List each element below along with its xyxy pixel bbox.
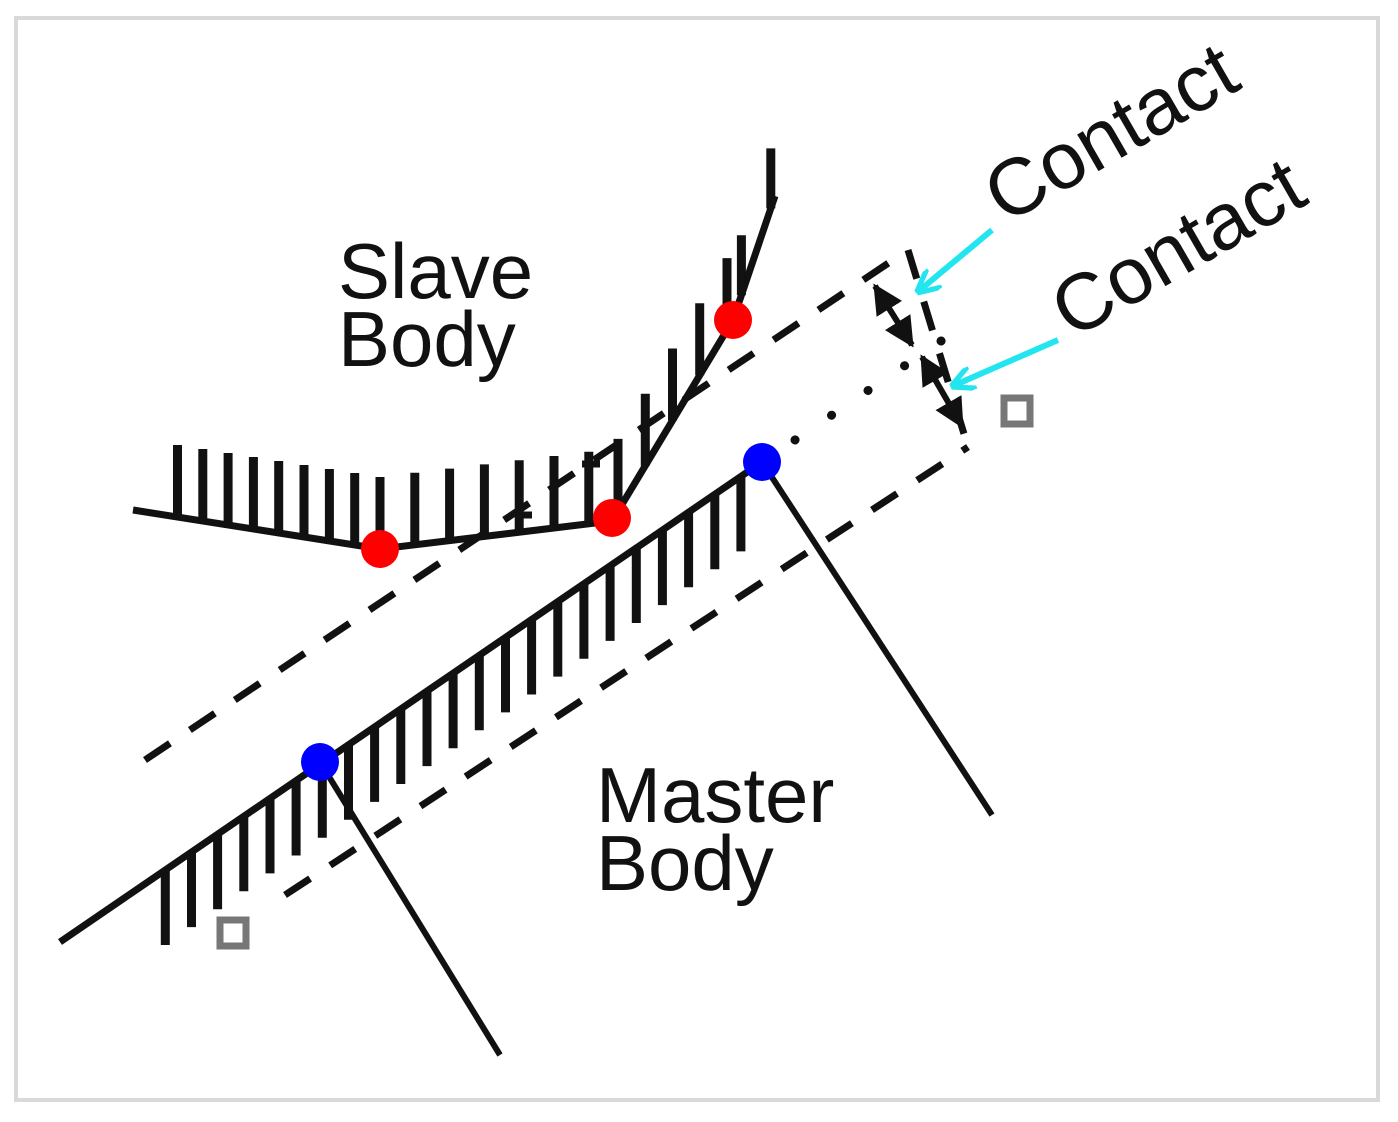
square-marker <box>216 916 250 950</box>
master-label-line2: Body <box>596 819 774 907</box>
slave-node <box>714 301 752 339</box>
master-side-right <box>759 460 995 817</box>
slave-hatching <box>173 148 776 549</box>
master-node <box>743 443 781 481</box>
gap-arrow-upper <box>872 283 915 348</box>
master-label-line1: Master <box>596 751 834 839</box>
master-hatching <box>160 476 746 945</box>
slave-label-line1: Slave <box>338 227 533 315</box>
slave-node <box>593 499 631 537</box>
gap-arrow-lower <box>919 354 965 429</box>
slave-label-line2: Body <box>338 295 516 383</box>
square-marker <box>1000 394 1034 428</box>
slave-node <box>361 530 399 568</box>
master-node <box>301 743 339 781</box>
contact-pointer-upper <box>920 227 994 290</box>
dashed-line-lower <box>283 444 970 898</box>
master-side-left <box>317 760 503 1057</box>
master-surface <box>58 459 764 945</box>
contact-pointer-lower <box>955 337 1060 385</box>
dashed-line-upper <box>143 247 910 763</box>
slave-inner-ticks <box>519 460 600 519</box>
